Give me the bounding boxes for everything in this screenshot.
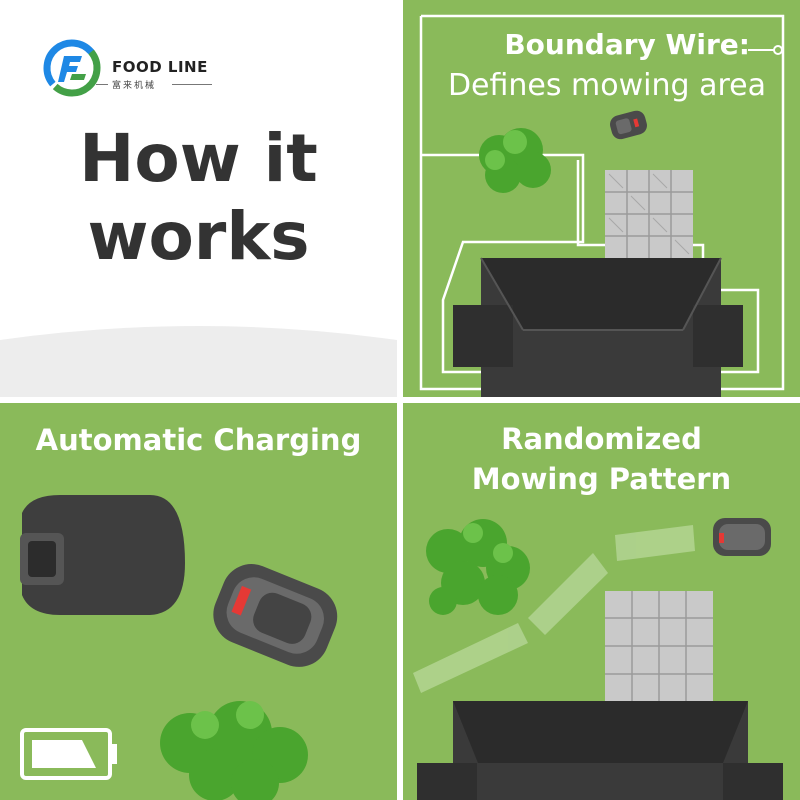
pattern-illustration (413, 518, 783, 800)
brand-name: FOOD LINE (112, 58, 208, 76)
brand-rule-left (96, 84, 108, 85)
brand-logo: FOOD LINE 富来机械 (42, 38, 232, 98)
intro-panel: FOOD LINE 富来机械 How it works (0, 0, 397, 397)
food-line-logo-icon (43, 39, 101, 97)
brand-subtitle: 富来机械 (112, 81, 157, 91)
pattern-title: Randomized Mowing Pattern (403, 419, 800, 499)
charging-station (20, 495, 185, 615)
house-roof (417, 701, 783, 800)
page-title-line-2: works (87, 198, 310, 275)
boundary-wire-inner (421, 153, 760, 374)
patio-tiles (605, 170, 693, 258)
boundary-panel: Boundary Wire: Defines mowing area (403, 0, 800, 397)
robot-mower (213, 564, 338, 667)
mowing-trails (413, 525, 695, 693)
pattern-panel: Randomized Mowing Pattern (403, 403, 800, 800)
page-title: How it works (0, 120, 397, 276)
robot-mower (713, 518, 771, 556)
charging-illustration (20, 495, 338, 800)
tree (479, 128, 551, 193)
boundary-illustration (419, 14, 785, 397)
page-title-line-1: How it (79, 120, 318, 197)
pattern-title-line-2: Mowing Pattern (471, 462, 732, 496)
charging-panel: Automatic Charging (0, 403, 397, 800)
house-roof (453, 257, 743, 397)
battery-icon (20, 728, 117, 780)
pattern-title-line-1: Randomized (501, 422, 702, 456)
charging-title: Automatic Charging (35, 423, 362, 457)
boundary-pointer-dot (773, 45, 783, 55)
boundary-subtitle: Defines mowing area (447, 68, 766, 103)
brand-rule-right (172, 84, 212, 85)
tree (426, 519, 530, 615)
boundary-wire (419, 14, 785, 391)
intro-backdrop (0, 326, 397, 397)
robot-mower (610, 110, 647, 140)
tree (160, 701, 308, 800)
boundary-title: Boundary Wire: (504, 28, 750, 61)
patio-tiles (605, 591, 713, 703)
